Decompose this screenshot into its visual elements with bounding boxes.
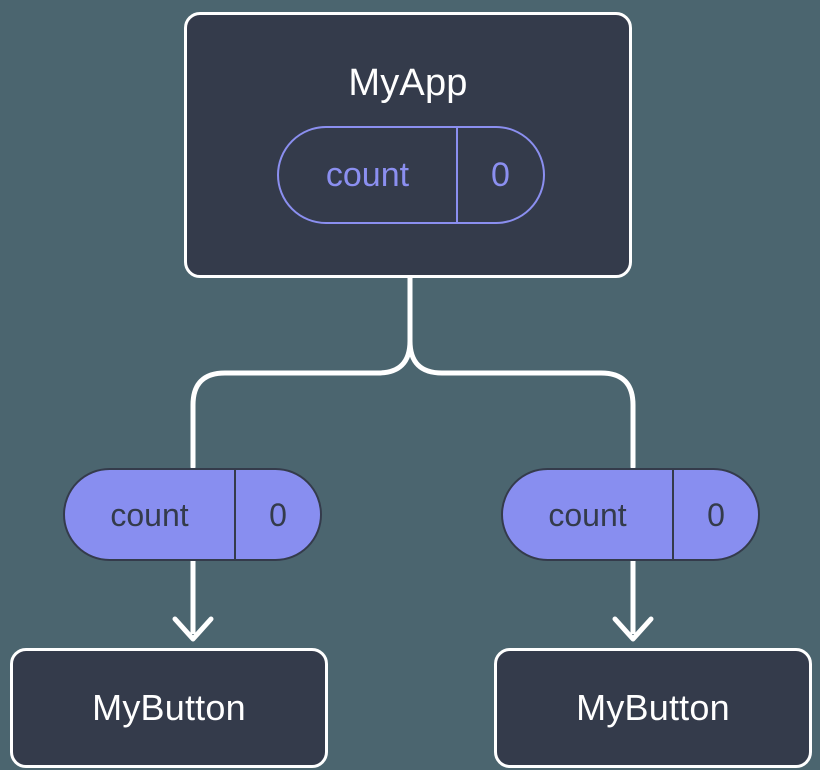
- component-node-mybutton-right[interactable]: MyButton: [494, 648, 812, 768]
- component-title-myapp: MyApp: [348, 62, 468, 104]
- state-pill-myapp[interactable]: count 0: [277, 126, 545, 224]
- state-pill-key: count: [548, 496, 627, 533]
- arrow-right-pill-to-button: [612, 561, 654, 642]
- arrow-left-pill-to-button: [172, 561, 214, 642]
- state-pill-value: 0: [234, 470, 320, 559]
- edge-root-to-left-child: [190, 275, 413, 470]
- state-pill-left-child[interactable]: count 0: [63, 468, 322, 561]
- component-title-mybutton: MyButton: [576, 687, 730, 728]
- state-pill-right-child[interactable]: count 0: [501, 468, 760, 561]
- state-pill-value: 0: [455, 128, 543, 222]
- component-node-mybutton-left[interactable]: MyButton: [10, 648, 328, 768]
- state-pill-key: count: [325, 156, 410, 194]
- edge-root-to-right-child: [407, 275, 636, 470]
- component-node-myapp[interactable]: MyApp: [184, 12, 632, 278]
- component-title-mybutton: MyButton: [92, 687, 246, 728]
- state-pill-value: 0: [672, 470, 758, 559]
- state-pill-key: count: [110, 496, 189, 533]
